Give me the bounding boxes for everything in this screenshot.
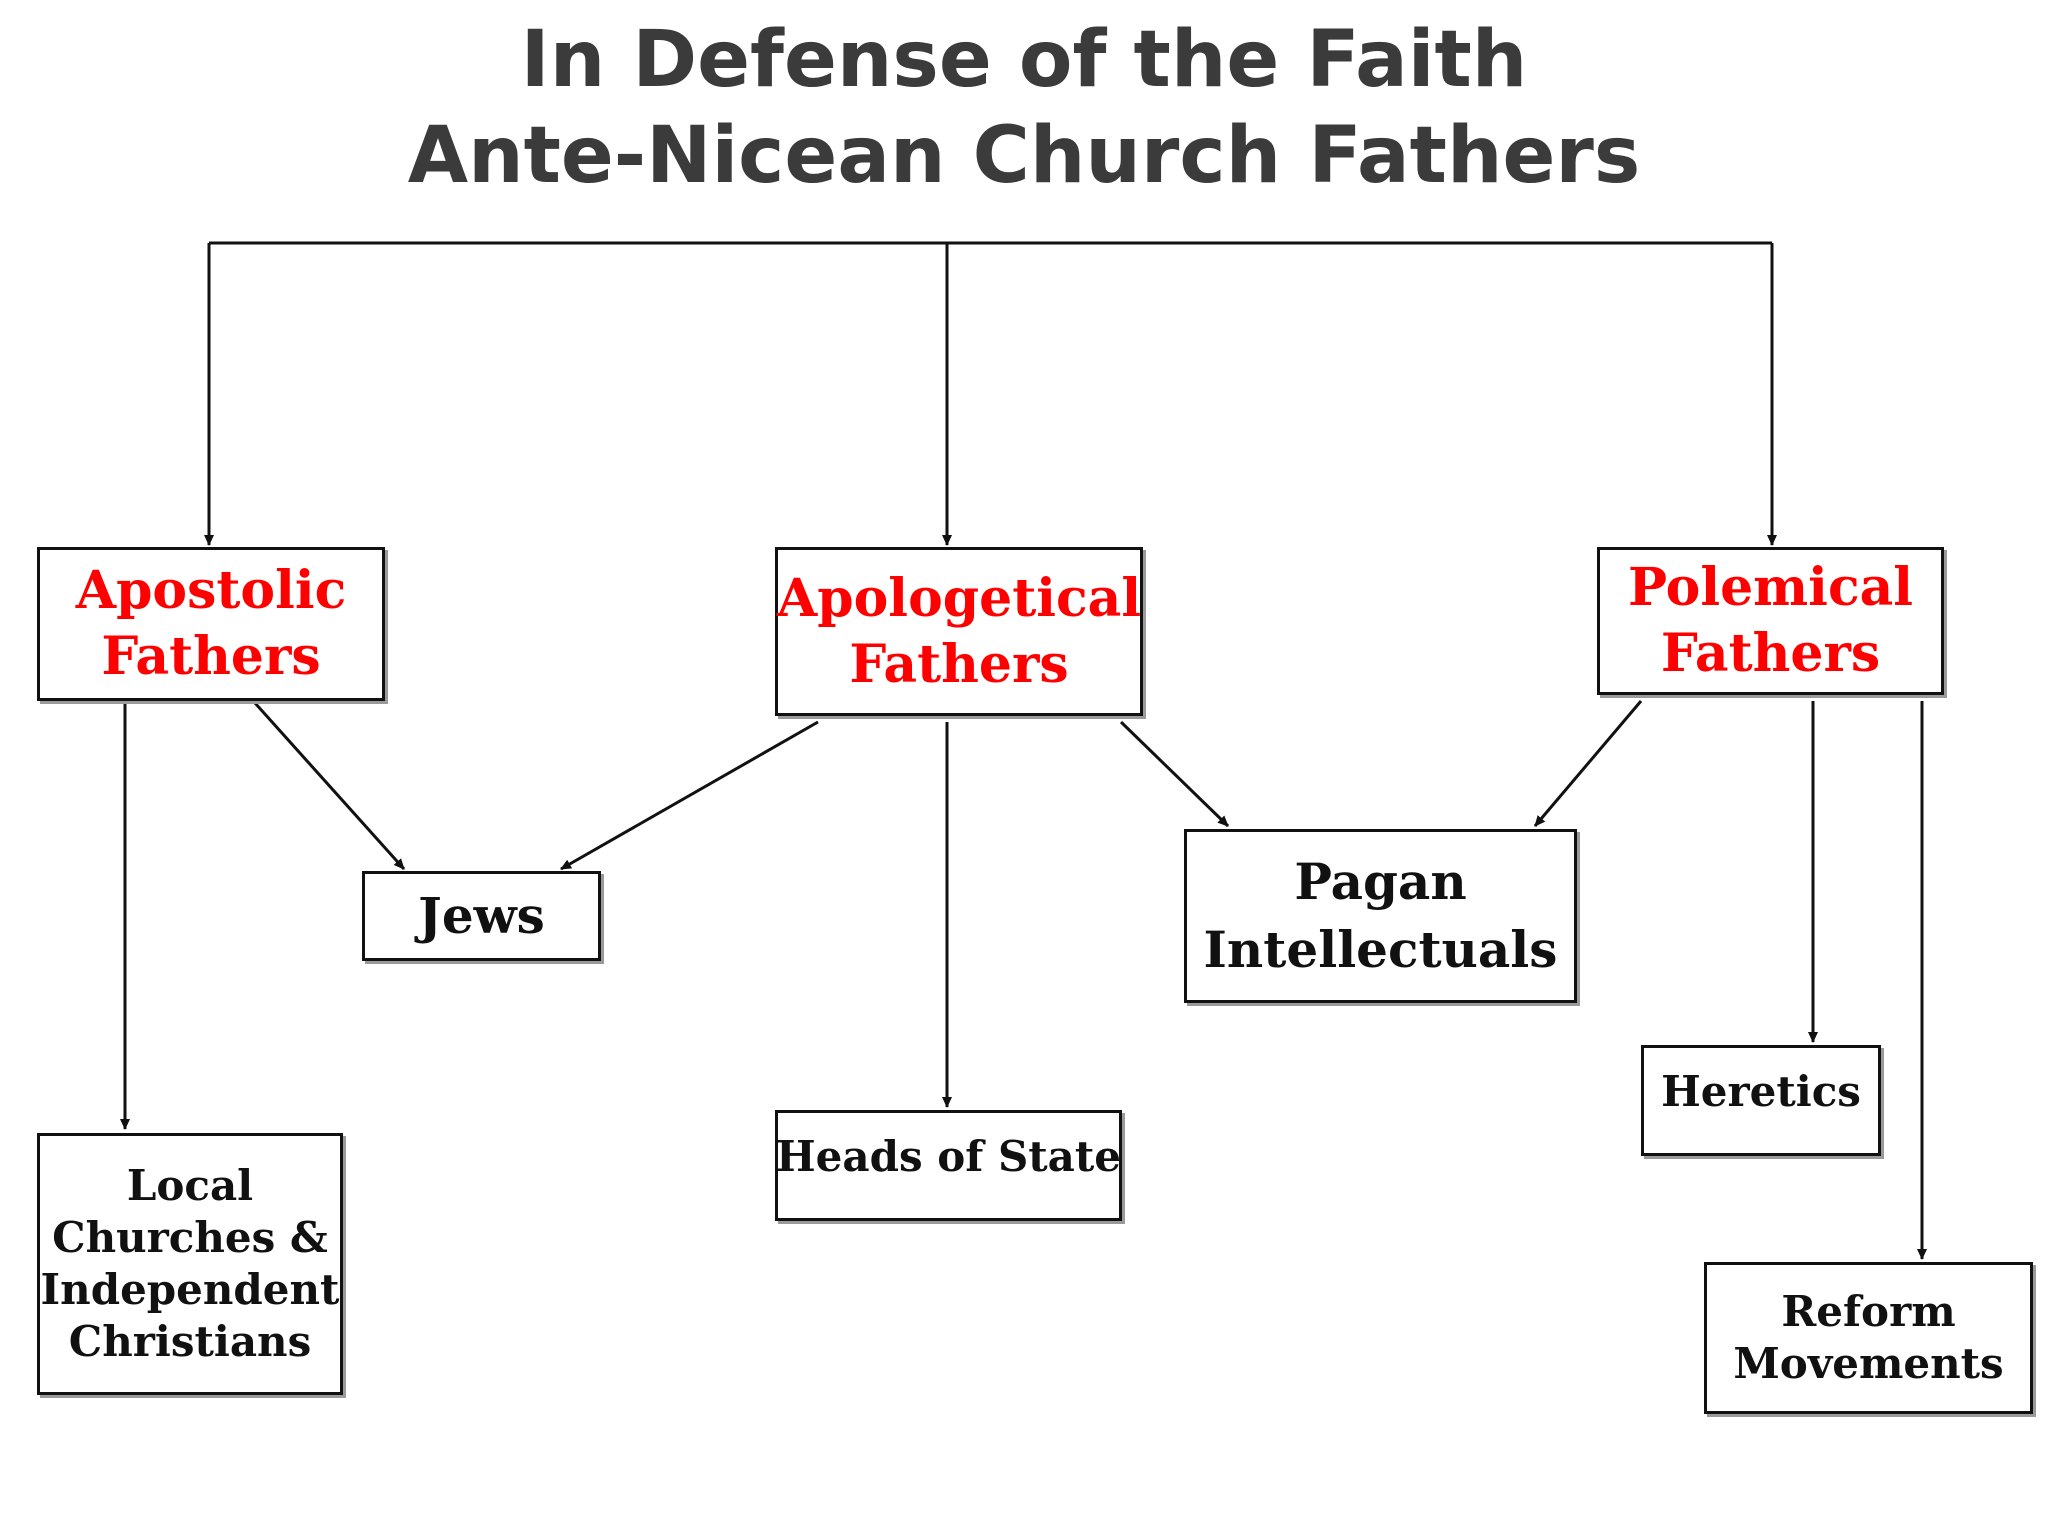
node-label: Christians bbox=[68, 1317, 312, 1366]
node-apologetical-fathers: Apologetical Fathers bbox=[775, 547, 1143, 716]
node-label: Heretics bbox=[1661, 1067, 1861, 1116]
edge-polemical-pagan bbox=[1533, 700, 1643, 827]
node-label: Local bbox=[126, 1161, 254, 1210]
node-label: Fathers bbox=[101, 626, 321, 687]
node-label: Independent bbox=[40, 1265, 340, 1314]
node-label: Fathers bbox=[849, 633, 1069, 695]
title-line-1: In Defense of the Faith bbox=[520, 15, 1528, 105]
edge-apostolic-jews bbox=[253, 701, 406, 871]
node-label: Churches & bbox=[52, 1213, 328, 1262]
node-local-churches: Local Churches & Independent Christians bbox=[37, 1133, 343, 1395]
node-label: Polemical bbox=[1627, 557, 1914, 618]
node-label: Heads of State bbox=[775, 1132, 1122, 1181]
node-reform-movements: Reform Movements bbox=[1704, 1262, 2033, 1414]
node-polemical-fathers: Polemical Fathers bbox=[1597, 547, 1944, 695]
node-label: Apostolic bbox=[75, 560, 347, 621]
node-label: Movements bbox=[1733, 1339, 2004, 1388]
node-pagan-intellectuals: Pagan Intellectuals bbox=[1184, 829, 1577, 1003]
node-heads-of-state: Heads of State bbox=[775, 1110, 1122, 1221]
node-label: Jews bbox=[418, 886, 545, 945]
edge-apologetical-jews bbox=[560, 720, 819, 871]
node-label: Fathers bbox=[1660, 623, 1881, 684]
node-jews: Jews bbox=[362, 871, 601, 961]
edge-apologetical-pagan bbox=[1119, 720, 1230, 828]
title-line-2: Ante-Nicean Church Fathers bbox=[407, 111, 1641, 201]
node-label: Pagan bbox=[1294, 852, 1467, 911]
node-apostolic-fathers: Apostolic Fathers bbox=[37, 547, 385, 701]
node-heretics: Heretics bbox=[1641, 1045, 1881, 1156]
diagram-title: In Defense of the Faith Ante-Nicean Chur… bbox=[0, 12, 2048, 204]
node-label: Apologetical bbox=[776, 567, 1142, 629]
node-label: Intellectuals bbox=[1203, 920, 1558, 979]
node-label: Reform bbox=[1781, 1287, 1956, 1336]
